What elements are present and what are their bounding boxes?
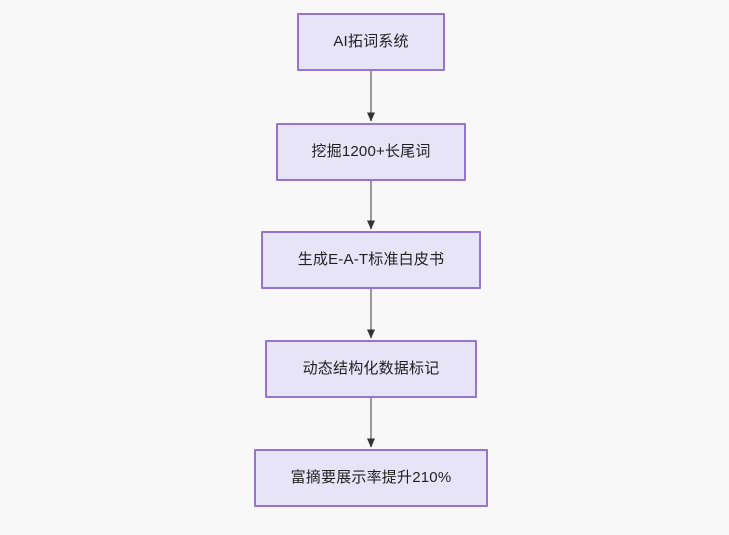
flowchart-node-generate-eat-whitepaper[interactable]: 生成E-A-T标准白皮书 <box>261 231 481 289</box>
flowchart-node-label: 动态结构化数据标记 <box>302 360 440 377</box>
flowchart-node-mine-longtail-keywords[interactable]: 挖掘1200+长尾词 <box>276 123 466 181</box>
flowchart-node-label: 富摘要展示率提升210% <box>290 469 452 486</box>
flowchart-node-rich-snippet-impression-lift[interactable]: 富摘要展示率提升210% <box>254 449 488 507</box>
flowchart-node-label: 生成E-A-T标准白皮书 <box>297 251 445 268</box>
flowchart-node-label: 挖掘1200+长尾词 <box>311 143 431 160</box>
flowchart-node-dynamic-structured-data-markup[interactable]: 动态结构化数据标记 <box>265 340 477 398</box>
flowchart-node-ai-keyword-system[interactable]: AI拓词系统 <box>297 13 445 71</box>
flowchart-node-label: AI拓词系统 <box>333 33 409 50</box>
